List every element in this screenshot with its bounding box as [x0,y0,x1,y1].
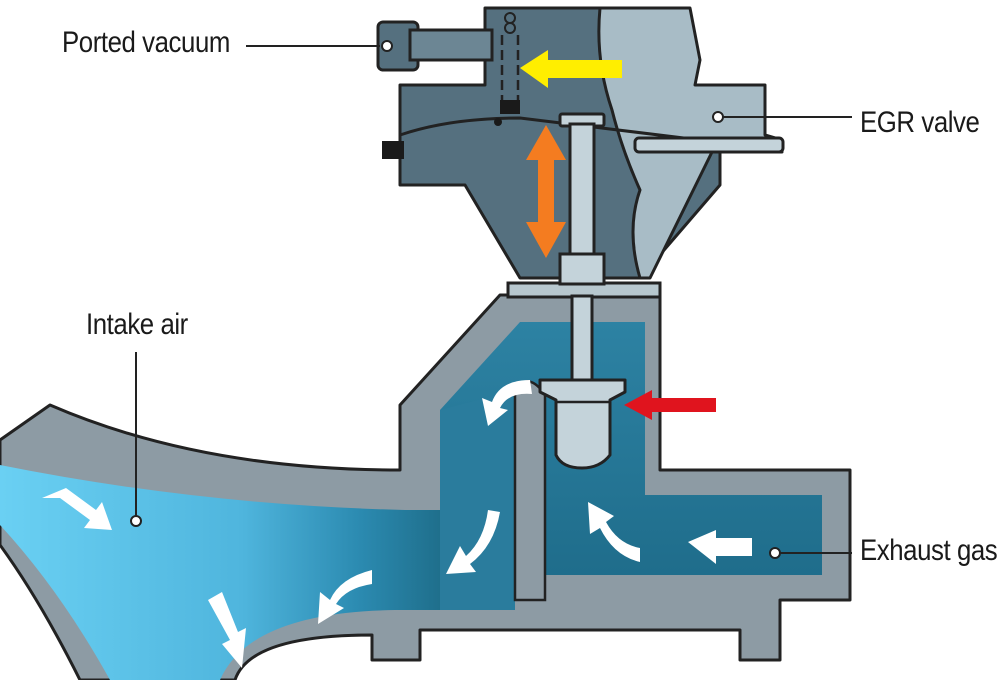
valve-stem-guide [558,252,606,286]
stroke-arrow [526,125,566,258]
vacuum-tube [408,28,494,62]
intake-air-channel [0,465,440,680]
exhaust-entry-arrow [624,390,716,420]
flow-arrow-icon [446,510,500,574]
flow-arrow-icon [318,570,372,624]
intake-air-leader-dot [130,515,142,527]
flow-arrow-icon [208,592,246,668]
egr-valve-label: EGR valve [860,106,980,139]
exhaust-gas-label: Exhaust gas [860,534,998,567]
flow-arrow-icon [588,502,640,562]
intake-air-label: Intake air [86,308,188,341]
vacuum-arrow [520,50,622,88]
callout-leaders [130,45,852,559]
valve-stem-lower [570,294,594,386]
valve-housing [376,6,785,470]
diaphragm-rim [633,136,785,154]
flow-arrow-icon [42,488,112,530]
manifold-body [0,281,852,680]
divider-wall [513,380,547,602]
diaphragm-plate [399,116,781,144]
intake-riser [440,390,515,610]
exhaust-gas-leader-dot [769,547,781,559]
vent-nipple [382,141,404,159]
flow-arrow-icon [482,380,532,426]
vacuum-fitting-dot [381,40,393,52]
vacuum-passage [500,35,520,100]
egr-valve-leader-dot [712,111,724,123]
valve-stem [568,122,596,264]
flow-arrow-icon [688,530,752,564]
flow-arrows [42,380,752,668]
ported-vacuum-label: Ported vacuum [62,26,230,59]
